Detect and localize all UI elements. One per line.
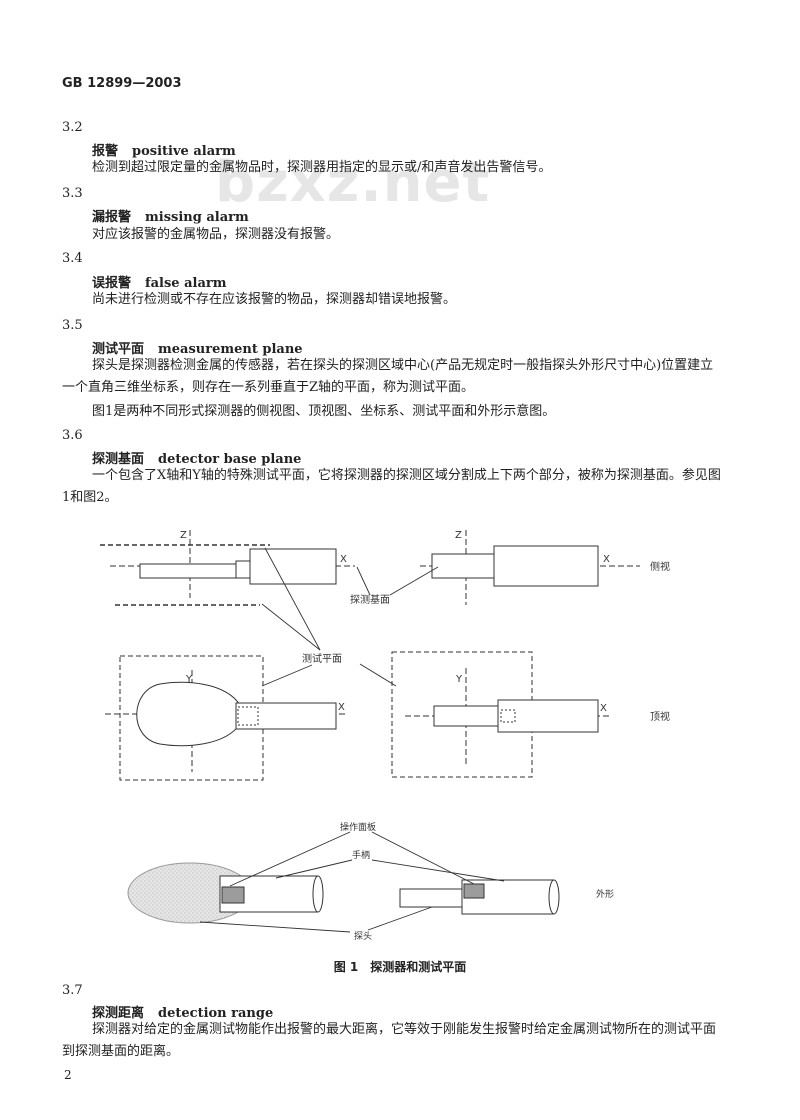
probe-joint xyxy=(237,706,259,726)
leader-probe-right xyxy=(367,906,433,931)
outline-panel-right xyxy=(463,883,485,899)
probe-body xyxy=(431,553,495,579)
figure-caption: 图 1 探测器和测试平面 xyxy=(333,960,467,974)
term-en: detector base plane xyxy=(158,452,302,467)
outline-handle-end-right xyxy=(548,879,560,915)
label-handle: 手柄 xyxy=(352,849,370,861)
page-number: 2 xyxy=(64,1068,72,1082)
document-code: GB 12899—2003 xyxy=(62,76,182,91)
label-measurement-plane: 测试平面 xyxy=(302,652,342,665)
probe-rod xyxy=(139,563,241,579)
term-heading: 误报警 false alarm xyxy=(92,272,226,291)
outline-view xyxy=(127,862,560,924)
handle-box xyxy=(249,548,337,585)
definition-paragraph: 探头是探测器检测金属的传感器，若在探头的探测区域中心(产品无规定时一般指探头外形… xyxy=(62,358,714,395)
leader-base-plane-right xyxy=(389,566,439,596)
axis-label-z: Z xyxy=(180,530,187,541)
section-number: 3.2 xyxy=(62,120,83,135)
term-zh: 探测基面 xyxy=(92,452,145,467)
label-side-view: 侧视 xyxy=(650,560,670,573)
top-view-right xyxy=(391,651,610,778)
outline-panel-left xyxy=(221,886,245,904)
outline-probe-right xyxy=(399,888,465,908)
section-number: 3.5 xyxy=(62,318,83,333)
side-view-right xyxy=(420,530,640,605)
definition-text: 图1是两种不同形式探测器的侧视图、顶视图、坐标系、测试平面和外形示意图。 xyxy=(92,404,556,419)
term-zh: 误报警 xyxy=(92,276,132,291)
label-top-view: 顶视 xyxy=(650,710,670,723)
axis-label-x: X xyxy=(340,554,347,565)
axis-label-x: X xyxy=(600,703,607,714)
term-zh: 漏报警 xyxy=(92,210,132,225)
outline-leaders xyxy=(199,831,505,933)
term-heading: 探测距离 detection range xyxy=(92,1002,273,1021)
leader-plane-topview-left xyxy=(261,664,313,687)
section-number: 3.4 xyxy=(62,251,83,266)
label-operation-panel: 操作面板 xyxy=(340,821,376,833)
leader-panel-left xyxy=(229,831,351,887)
term-en: measurement plane xyxy=(158,342,303,357)
axis-label-x: X xyxy=(603,554,610,565)
definition-text: 对应该报警的金属物品，探测器没有报警。 xyxy=(92,227,340,242)
side-view-left xyxy=(100,530,355,606)
leader-handle-left xyxy=(275,859,353,879)
label-probe: 探头 xyxy=(354,930,372,942)
term-en: missing alarm xyxy=(145,210,249,225)
term-heading: 探测基面 detector base plane xyxy=(92,448,301,467)
label-outline: 外形 xyxy=(596,888,614,900)
term-zh: 探测距离 xyxy=(92,1006,145,1021)
leader-base-plane-left xyxy=(356,566,371,596)
watermark: bzxz.net xyxy=(215,150,491,215)
definition-text: 尚未进行检测或不存在应该报警的物品，探测器却错误地报警。 xyxy=(92,292,457,307)
label-base-plane: 探测基面 xyxy=(350,593,390,606)
leader-lines xyxy=(261,547,439,687)
axis-label-x: X xyxy=(338,702,345,713)
leader-probe-left xyxy=(199,921,351,933)
term-en: positive alarm xyxy=(132,144,236,159)
axis-label-y: Y xyxy=(185,674,193,685)
outline-handle-end-left xyxy=(312,875,324,913)
handle-box xyxy=(493,545,599,587)
section-number: 3.3 xyxy=(62,186,83,201)
top-view-left xyxy=(105,655,345,781)
leader-plane-lower xyxy=(261,603,321,651)
leader-plane-topview-right xyxy=(359,663,397,687)
term-heading: 漏报警 missing alarm xyxy=(92,206,249,225)
definition-paragraph: 一个包含了X轴和Y轴的特殊测试平面，它将探测器的探测区域分割成上下两个部分，被称… xyxy=(62,468,721,505)
axis-label-z: Z xyxy=(455,530,462,541)
term-en: false alarm xyxy=(145,276,227,291)
section-number: 3.6 xyxy=(62,428,83,443)
definition-text: 检测到超过限定量的金属物品时，探测器用指定的显示或/和声音发出告警信号。 xyxy=(92,160,552,175)
term-heading: 测试平面 measurement plane xyxy=(92,338,303,357)
search-coil-outline xyxy=(136,681,241,747)
term-zh: 报警 xyxy=(92,144,119,159)
leader-panel-right xyxy=(371,831,475,885)
term-zh: 测试平面 xyxy=(92,342,145,357)
definition-paragraph: 探测器对给定的金属测试物能作出报警的最大距离，它等效于刚能发生报警时给定金属测试… xyxy=(62,1022,717,1059)
probe-joint xyxy=(500,709,516,723)
axis-label-y: Y xyxy=(455,674,463,685)
leader-handle-right xyxy=(371,859,505,882)
term-heading: 报警 positive alarm xyxy=(92,140,236,159)
probe-body xyxy=(433,705,501,727)
leader-plane-upper xyxy=(264,547,321,651)
section-number: 3.7 xyxy=(62,983,83,998)
term-en: detection range xyxy=(158,1006,274,1021)
